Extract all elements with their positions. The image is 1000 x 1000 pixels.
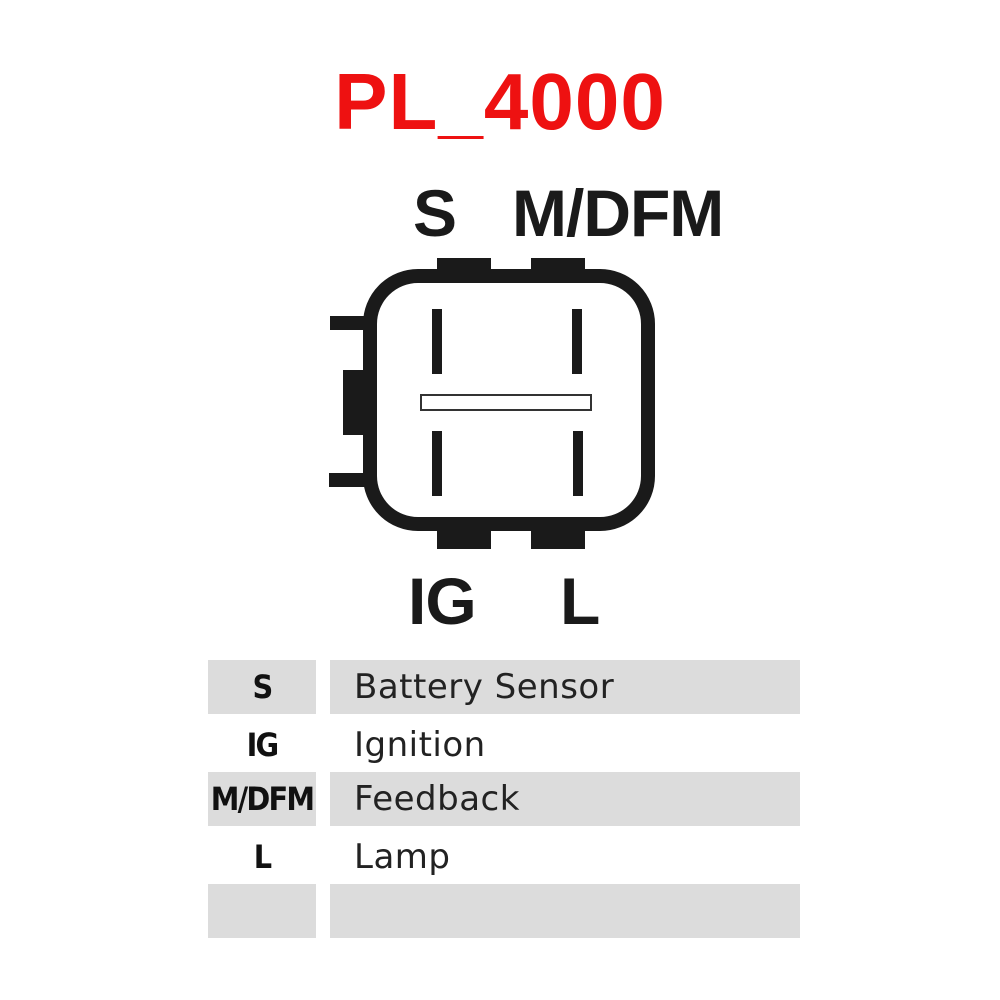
legend-row: M/DFM Feedback [202,772,802,826]
terminal-ig [432,431,442,496]
left-tab-lower [329,473,369,487]
legend-key: M/DFM [208,772,316,826]
left-tab-upper [330,316,370,330]
legend-key: L [253,838,272,876]
legend-row: IG Ignition [202,718,802,772]
part-number-title: PL_4000 [334,57,666,146]
legend-description [330,884,800,938]
legend-row-empty [202,884,802,938]
legend-description: Ignition [354,725,486,765]
legend-description: Lamp [354,837,451,877]
terminal-m-dfm [572,309,582,374]
terminal-l [573,431,583,496]
terminal-s [432,309,442,374]
legend-key: IG [246,726,280,764]
legend-description: Battery Sensor [330,660,800,714]
legend-row: L Lamp [202,830,802,884]
center-key-slot [420,394,592,411]
pin-label-l: L [560,564,600,638]
legend-key: S [208,660,316,714]
legend-row: S Battery Sensor [202,660,802,714]
pin-label-s: S [413,176,457,250]
pin-label-m-dfm: M/DFM [512,176,724,250]
legend-description: Feedback [330,772,800,826]
legend-key [208,884,316,938]
pin-label-ig: IG [408,564,477,638]
